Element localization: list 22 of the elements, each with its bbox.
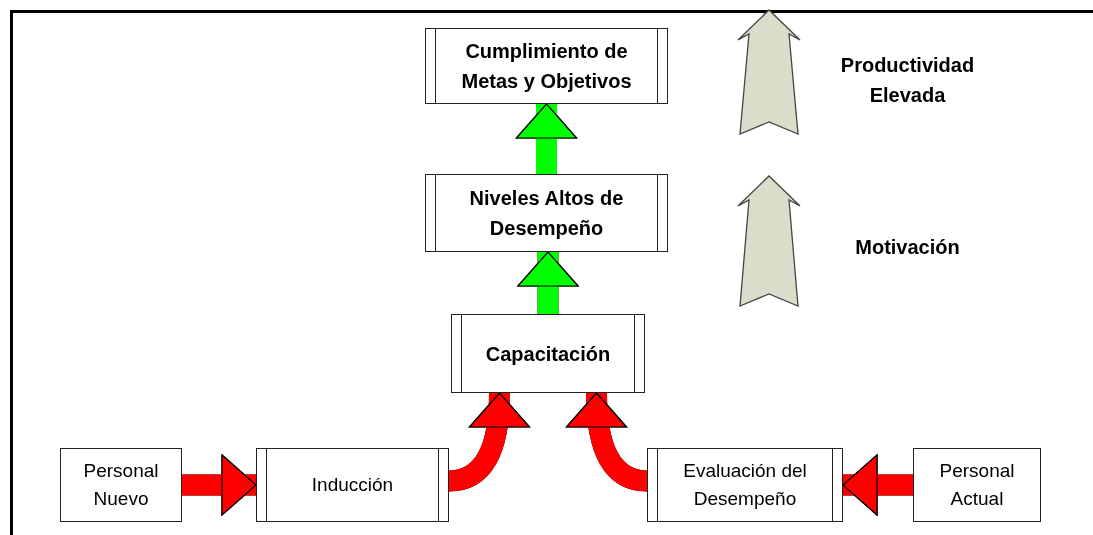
block-arrow — [182, 454, 257, 516]
box-text: Inducción — [311, 472, 394, 497]
box-text: Niveles Altos de Desempeño — [468, 186, 625, 241]
process-box — [647, 448, 843, 522]
box-text: Personal Nuevo — [82, 458, 160, 511]
block-arrow — [517, 251, 579, 314]
block-arrow — [566, 392, 648, 492]
box-text: Capacitación — [485, 341, 611, 367]
side-label: Productividad Elevada — [839, 53, 976, 108]
text-box — [60, 448, 182, 522]
process-box — [425, 174, 668, 252]
block-arrow — [515, 103, 578, 174]
box-text: Cumplimiento de Metas y Objetivos — [460, 39, 633, 94]
process-box — [256, 448, 449, 522]
process-box — [451, 314, 645, 393]
process-box — [425, 28, 668, 104]
text-box — [913, 448, 1041, 522]
box-text: Evaluación del Desempeño — [682, 458, 808, 511]
block-arrow — [842, 454, 913, 516]
side-label: Motivación — [854, 235, 961, 260]
box-text: Personal Actual — [938, 458, 1016, 511]
block-arrow — [448, 392, 530, 492]
